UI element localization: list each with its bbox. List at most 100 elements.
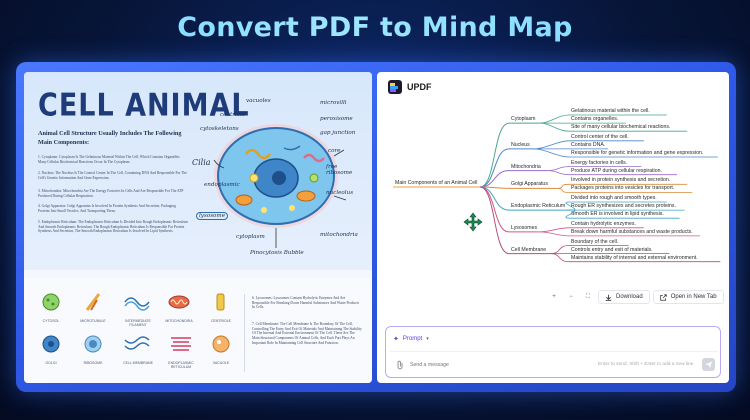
- mind-map-leaf[interactable]: Divided into rough and smooth types.: [571, 195, 657, 201]
- mind-map-leaf[interactable]: Rough ER synthesizes and secretes protei…: [571, 203, 676, 210]
- leaf-connector: [539, 227, 570, 233]
- zoom-out-button[interactable]: −: [564, 290, 578, 304]
- branch-connector: [479, 122, 510, 188]
- move-cursor-icon: [463, 212, 483, 232]
- send-icon: [705, 361, 712, 368]
- leaf-connector: [533, 148, 570, 158]
- chevron-down-icon: ▾: [426, 336, 429, 342]
- organelle-label: CYTOSOL: [42, 319, 60, 323]
- leaf-connector: [565, 209, 576, 219]
- organelle-intermediate-filament: INTERMEDIATE FILAMENT: [120, 292, 156, 327]
- label-endoplasmic: endoplasmic: [204, 182, 240, 188]
- prompt-label: Prompt: [402, 336, 423, 342]
- leaf-connector: [550, 253, 570, 263]
- prompt-divider: [390, 351, 718, 352]
- open-new-tab-button[interactable]: Open in New Tab: [652, 290, 724, 304]
- zoom-in-button[interactable]: +: [547, 290, 561, 304]
- organelle-centriole: CENTRIOLE: [206, 292, 236, 323]
- mind-map-branch[interactable]: Golgi Apparatus: [511, 181, 548, 188]
- pdf-subtitle: Animal Cell Structure Usually Includes T…: [38, 130, 182, 146]
- label-core: core: [328, 148, 341, 154]
- updf-logo: UPDF: [388, 80, 432, 94]
- mind-map-leaf[interactable]: Controls entry and exit of materials.: [571, 246, 653, 253]
- organelle-microtubule: MICROTUBULE: [78, 292, 108, 323]
- mind-map-branch[interactable]: Cell Membrane: [511, 246, 547, 253]
- message-input[interactable]: [410, 359, 600, 371]
- download-button[interactable]: Download: [598, 290, 650, 304]
- leaf-connector: [533, 140, 570, 150]
- mind-map-branch[interactable]: Endoplasmic Reticulum: [511, 203, 566, 210]
- mind-map-leaf[interactable]: Produce ATP during cellular respiration.: [571, 167, 662, 174]
- leaf-connector: [547, 166, 570, 172]
- download-label: Download: [616, 294, 643, 300]
- microtubule-icon: [85, 293, 101, 311]
- mind-map-branch[interactable]: Mitochondria: [511, 163, 541, 170]
- er-icon: [171, 337, 191, 351]
- attachment-icon[interactable]: [396, 360, 404, 370]
- pdf-paragraph-er: 5. Endoplasmic Reticulum: The Endoplasmi…: [38, 220, 188, 234]
- organelle-label: INTERMEDIATE FILAMENT: [125, 319, 151, 327]
- organelle-golgi: GOLGI: [36, 334, 66, 365]
- mind-map-leaf[interactable]: Maintains stability of internal and exte…: [571, 254, 698, 261]
- label-lysosome: lysosome: [196, 212, 229, 220]
- organelle-cell-membrane: CELL MEMBRANE: [120, 334, 156, 365]
- branch-connector: [479, 170, 510, 188]
- mind-map-leaf[interactable]: Contains DNA.: [571, 141, 606, 148]
- golgi-icon: [42, 335, 60, 353]
- label-gap-junction: gap junction: [320, 130, 356, 136]
- mind-map-leaf[interactable]: Boundary of the cell.: [571, 238, 619, 245]
- organelle-label: CENTRIOLE: [210, 319, 232, 323]
- organelle-mitochondria: MITOCHONDRIA: [164, 292, 194, 323]
- mind-map-leaf[interactable]: Contain hydrolytic enzymes.: [571, 220, 636, 227]
- organelle-label: RIBOSOME: [83, 361, 103, 365]
- mind-map-leaf[interactable]: Involved in protein synthesis and secret…: [571, 177, 671, 184]
- mind-map-root[interactable]: Main Components of an Animal Cell: [395, 180, 478, 186]
- prompt-composer: ✦ Prompt ▾ Enter to send; Shift + Enter …: [385, 326, 721, 378]
- leaf-connector: [539, 231, 570, 237]
- mind-map-branch[interactable]: Cytoplasm: [511, 116, 536, 123]
- animal-cell-illustration: [213, 124, 347, 248]
- leaf-connector: [547, 170, 570, 176]
- mind-map-leaf[interactable]: Responsible for genetic information and …: [571, 150, 704, 156]
- mind-map-leaf[interactable]: Contains organelles.: [571, 116, 619, 123]
- pdf-paragraph-lysosomes: 6. Lysosomes: Lysosomes Contain Hydrolyt…: [252, 296, 360, 310]
- centriole-icon: [216, 293, 225, 311]
- prompt-selector[interactable]: ✦ Prompt ▾: [393, 335, 429, 343]
- branch-connector: [479, 186, 510, 211]
- leaf-connector: [550, 245, 570, 254]
- mind-map-leaf[interactable]: Site of many cellular biochemical reacti…: [571, 124, 671, 131]
- label-microvilli: microvilli: [320, 100, 347, 106]
- vacuole-icon: [212, 335, 230, 353]
- organelle-ribosome: RIBOSOME: [78, 334, 108, 365]
- label-vacuoles: vacuoles: [246, 98, 271, 104]
- mind-map-branch[interactable]: Nucleus: [511, 141, 530, 148]
- organelle-label: ENDOPLASMIC RETICULUM: [168, 361, 194, 369]
- sparkle-icon: ✦: [393, 336, 399, 343]
- pdf-paragraph-golgi: 4. Golgi Apparatus: Golgi Apparatus Is I…: [38, 204, 176, 213]
- mind-map-leaf[interactable]: Break down harmful substances and waste …: [571, 228, 693, 235]
- mind-map-canvas[interactable]: [377, 72, 729, 282]
- send-hint: Enter to send; Shift + Enter to add a ne…: [598, 362, 694, 367]
- pdf-title: CELL ANIMAL: [38, 88, 250, 124]
- mind-map-leaf[interactable]: Gelatinous material within the cell.: [571, 108, 650, 114]
- mitochondria-icon: [168, 295, 190, 309]
- download-icon: [605, 294, 612, 301]
- pdf-upper-section: CELL ANIMAL Animal Cell Structure Usuall…: [24, 72, 372, 270]
- fit-view-button[interactable]: ⛶: [581, 290, 595, 304]
- mind-map-leaf[interactable]: Energy factories in cells.: [571, 159, 628, 166]
- organelle-label: CELL MEMBRANE: [123, 361, 153, 365]
- updf-logo-icon: [388, 80, 402, 94]
- leaf-connector: [539, 114, 570, 124]
- mind-map-leaf[interactable]: Control center of the cell.: [571, 133, 629, 140]
- mind-map-leaf[interactable]: Packages proteins into vesicles for tran…: [571, 185, 675, 192]
- leaf-connector: [539, 122, 570, 132]
- leaf-connector: [555, 183, 570, 189]
- mind-map-branch[interactable]: Lysosomes: [511, 224, 538, 231]
- column-divider: [244, 294, 245, 372]
- branch-connector: [479, 186, 510, 255]
- pdf-lower-section: CYTOSOL MICROTUBULE INTERMEDIATE FILAMEN…: [24, 278, 372, 383]
- label-nucleolus: nucleolus: [326, 190, 354, 196]
- send-button[interactable]: [702, 358, 715, 371]
- organelle-label: MITOCHONDRIA: [165, 319, 193, 323]
- mind-map-leaf[interactable]: Smooth ER is involved in lipid synthesis…: [571, 211, 664, 218]
